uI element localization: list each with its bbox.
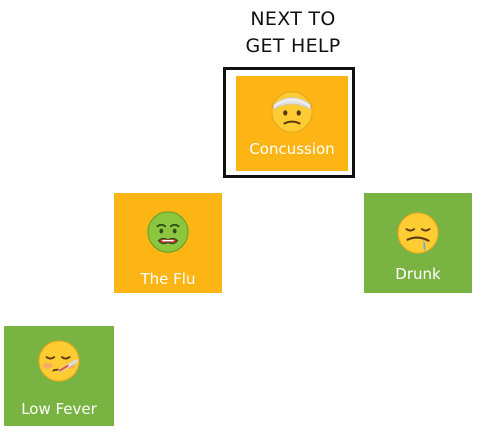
tile-label: Low Fever: [21, 400, 97, 418]
heading-line-2: GET HELP: [245, 35, 341, 57]
thermometer-face-icon: [38, 340, 80, 382]
bandaged-head-face-icon: [271, 91, 313, 133]
tile-label: The Flu: [140, 270, 196, 288]
tile-concussion: Concussion: [236, 76, 348, 171]
tile-label: Concussion: [249, 140, 335, 158]
tile-label: Drunk: [395, 265, 441, 283]
next-to-get-help-heading: NEXT TO GET HELP: [218, 6, 368, 60]
tile-the-flu: The Flu: [114, 193, 222, 293]
tile-low-fever: Low Fever: [4, 326, 114, 426]
tile-drunk: Drunk: [364, 193, 472, 293]
nauseated-face-icon: [147, 211, 189, 253]
drooling-face-icon: [397, 212, 439, 254]
heading-line-1: NEXT TO: [250, 8, 336, 30]
highlight-frame: [223, 67, 355, 178]
